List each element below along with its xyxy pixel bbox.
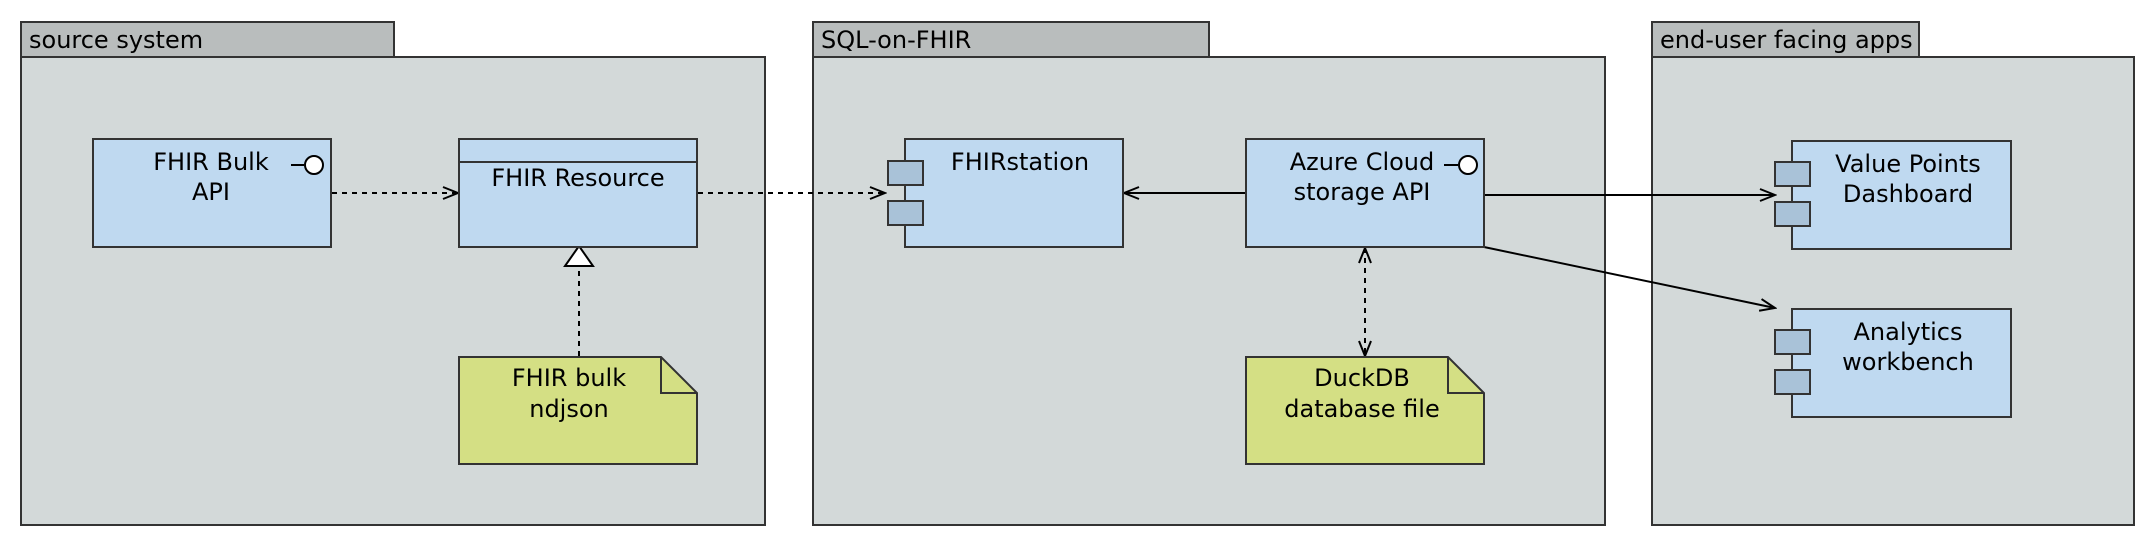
node-fhirstation-label: FHIRstation bbox=[951, 148, 1089, 176]
note-duckdb-line1: DuckDB bbox=[1314, 364, 1410, 392]
package-source-system-label: source system bbox=[29, 26, 203, 54]
interface-lollipop-icon bbox=[1444, 155, 1478, 175]
node-fhir-resource[interactable]: FHIR Resource bbox=[458, 138, 698, 248]
note-duckdb-line2: database file bbox=[1284, 395, 1439, 423]
node-azure-storage-api[interactable]: Azure Cloud storage API bbox=[1245, 138, 1485, 248]
connectors bbox=[332, 193, 1775, 356]
node-value-points-line1: Value Points bbox=[1835, 150, 1981, 178]
node-azure-storage-api-line1: Azure Cloud bbox=[1290, 148, 1435, 176]
package-sql-on-fhir: SQL-on-FHIR bbox=[812, 21, 1606, 526]
component-icon bbox=[887, 160, 924, 226]
node-fhir-bulk-api-line2: API bbox=[192, 178, 230, 206]
interface-lollipop-icon bbox=[291, 155, 324, 175]
node-fhir-bulk-api-line1: FHIR Bulk bbox=[153, 148, 269, 176]
note-fhir-bulk-ndjson-line1: FHIR bulk bbox=[512, 364, 626, 392]
realization-triangle bbox=[563, 244, 595, 267]
component-icon bbox=[1774, 329, 1811, 395]
node-azure-storage-api-line2: storage API bbox=[1294, 178, 1431, 206]
component-icon bbox=[1774, 161, 1811, 227]
node-analytics-line1: Analytics bbox=[1854, 318, 1963, 346]
package-end-user-apps-label: end-user facing apps bbox=[1660, 26, 1913, 54]
node-analytics-line2: workbench bbox=[1842, 348, 1974, 376]
node-fhirstation[interactable]: FHIRstation bbox=[887, 138, 1124, 248]
note-fhir-bulk-ndjson[interactable]: FHIR bulk ndjson bbox=[458, 356, 698, 465]
node-fhir-resource-label: FHIR Resource bbox=[491, 164, 664, 192]
node-fhir-bulk-api[interactable]: FHIR Bulk API bbox=[92, 138, 332, 248]
node-analytics-workbench[interactable]: Analytics workbench bbox=[1774, 308, 2012, 418]
note-duckdb-database-file[interactable]: DuckDB database file bbox=[1245, 356, 1485, 465]
node-value-points-dashboard[interactable]: Value Points Dashboard bbox=[1774, 140, 2012, 250]
node-value-points-line2: Dashboard bbox=[1843, 180, 1973, 208]
edge-azure-to-analytics bbox=[1483, 246, 1775, 308]
note-fhir-bulk-ndjson-line2: ndjson bbox=[529, 395, 609, 423]
package-end-user-apps: end-user facing apps bbox=[1651, 21, 2135, 526]
package-sql-on-fhir-label: SQL-on-FHIR bbox=[821, 26, 971, 54]
